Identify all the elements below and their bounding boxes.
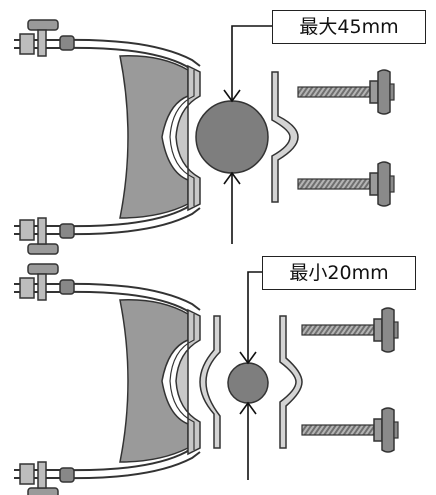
max-size-label: 最大45mm: [272, 10, 426, 44]
dimension-leader-max: [223, 25, 272, 244]
thumb-bolt-top-2: [297, 161, 395, 207]
clamp-bracket-top: [13, 19, 201, 255]
dimension-leader-min: [239, 271, 262, 480]
clamp-plate-bottom-left: [199, 315, 221, 449]
min-size-label: 最小20mm: [262, 256, 416, 290]
thumb-bolt-top-1: [297, 69, 395, 115]
thumb-bolt-bottom-1: [301, 307, 399, 353]
pipe-max: [195, 100, 269, 174]
thumb-bolt-bottom-2: [301, 407, 399, 453]
clamp-plate-top: [271, 71, 299, 203]
pipe-min: [227, 362, 269, 404]
clamp-bracket-bottom: [13, 263, 201, 495]
clamp-plate-bottom-right: [279, 315, 303, 449]
